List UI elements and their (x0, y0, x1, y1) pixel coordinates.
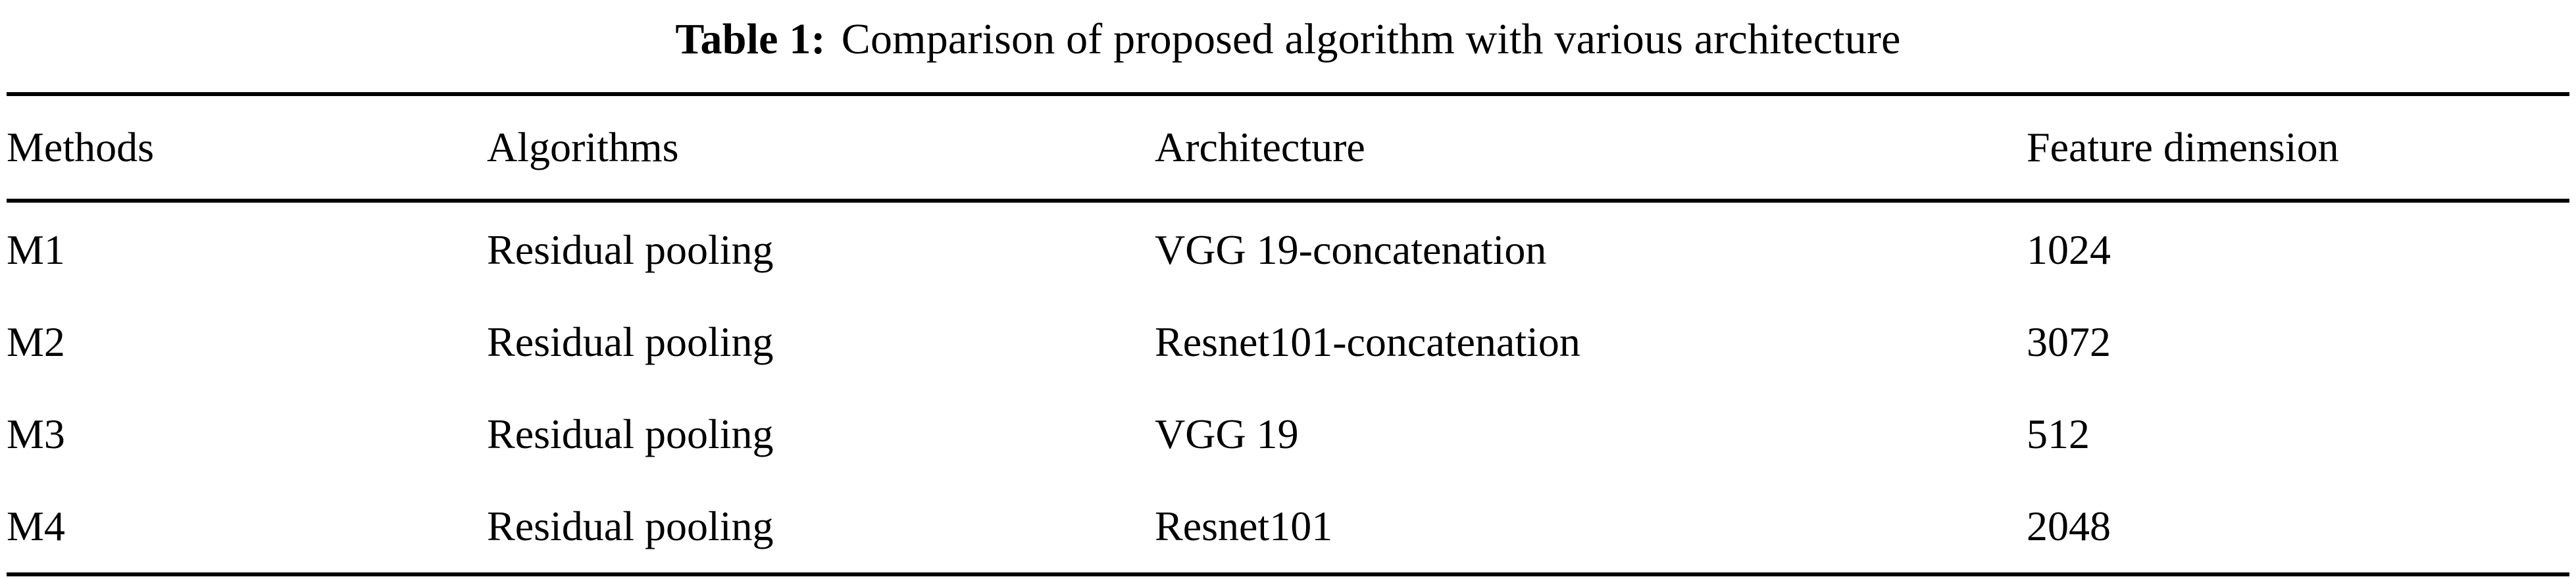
cell-feature-dimension: 2048 (2027, 503, 2111, 549)
comparison-table: Methods Algorithms Architecture Feature … (7, 92, 2569, 578)
table-caption-text: Comparison of proposed algorithm with va… (841, 15, 1901, 63)
table-row: M4 Residual pooling Resnet101 2048 (7, 480, 2569, 574)
cell-method: M4 (7, 503, 65, 549)
bottom-rule-cell (7, 574, 2569, 576)
cell-feature-dimension: 3072 (2027, 318, 2111, 365)
table-caption-number: Table 1: (675, 15, 826, 63)
table-header-row: Methods Algorithms Architecture Feature … (7, 94, 2569, 201)
cell-method: M3 (7, 411, 65, 457)
cell-architecture: VGG 19 (1155, 411, 1299, 457)
column-header-algorithms: Algorithms (487, 124, 679, 170)
table-bottom-rule (7, 574, 2569, 578)
cell-architecture: Resnet101 (1155, 503, 1333, 549)
cell-method: M2 (7, 318, 65, 365)
table-caption: Table 1: Comparison of proposed algorithm… (0, 0, 2576, 79)
table-body: M1 Residual pooling VGG 19-concatenation… (7, 201, 2569, 578)
table-row: M1 Residual pooling VGG 19-concatenation… (7, 201, 2569, 296)
cell-algorithm: Residual pooling (487, 318, 774, 365)
column-header-methods: Methods (7, 124, 154, 170)
table-row: M2 Residual pooling Resnet101-concatenat… (7, 296, 2569, 388)
cell-architecture: VGG 19-concatenation (1155, 226, 1547, 273)
cell-feature-dimension: 1024 (2027, 226, 2111, 273)
table-container: Methods Algorithms Architecture Feature … (7, 92, 2569, 578)
cell-feature-dimension: 512 (2027, 411, 2090, 457)
cell-architecture: Resnet101-concatenation (1155, 318, 1580, 365)
cell-algorithm: Residual pooling (487, 411, 774, 457)
cell-algorithm: Residual pooling (487, 226, 774, 273)
cell-method: M1 (7, 226, 65, 273)
table-row: M3 Residual pooling VGG 19 512 (7, 388, 2569, 480)
cell-algorithm: Residual pooling (487, 503, 774, 549)
column-header-feature-dimension: Feature dimension (2027, 124, 2339, 170)
table-header: Methods Algorithms Architecture Feature … (7, 94, 2569, 201)
column-header-architecture: Architecture (1155, 124, 1365, 170)
